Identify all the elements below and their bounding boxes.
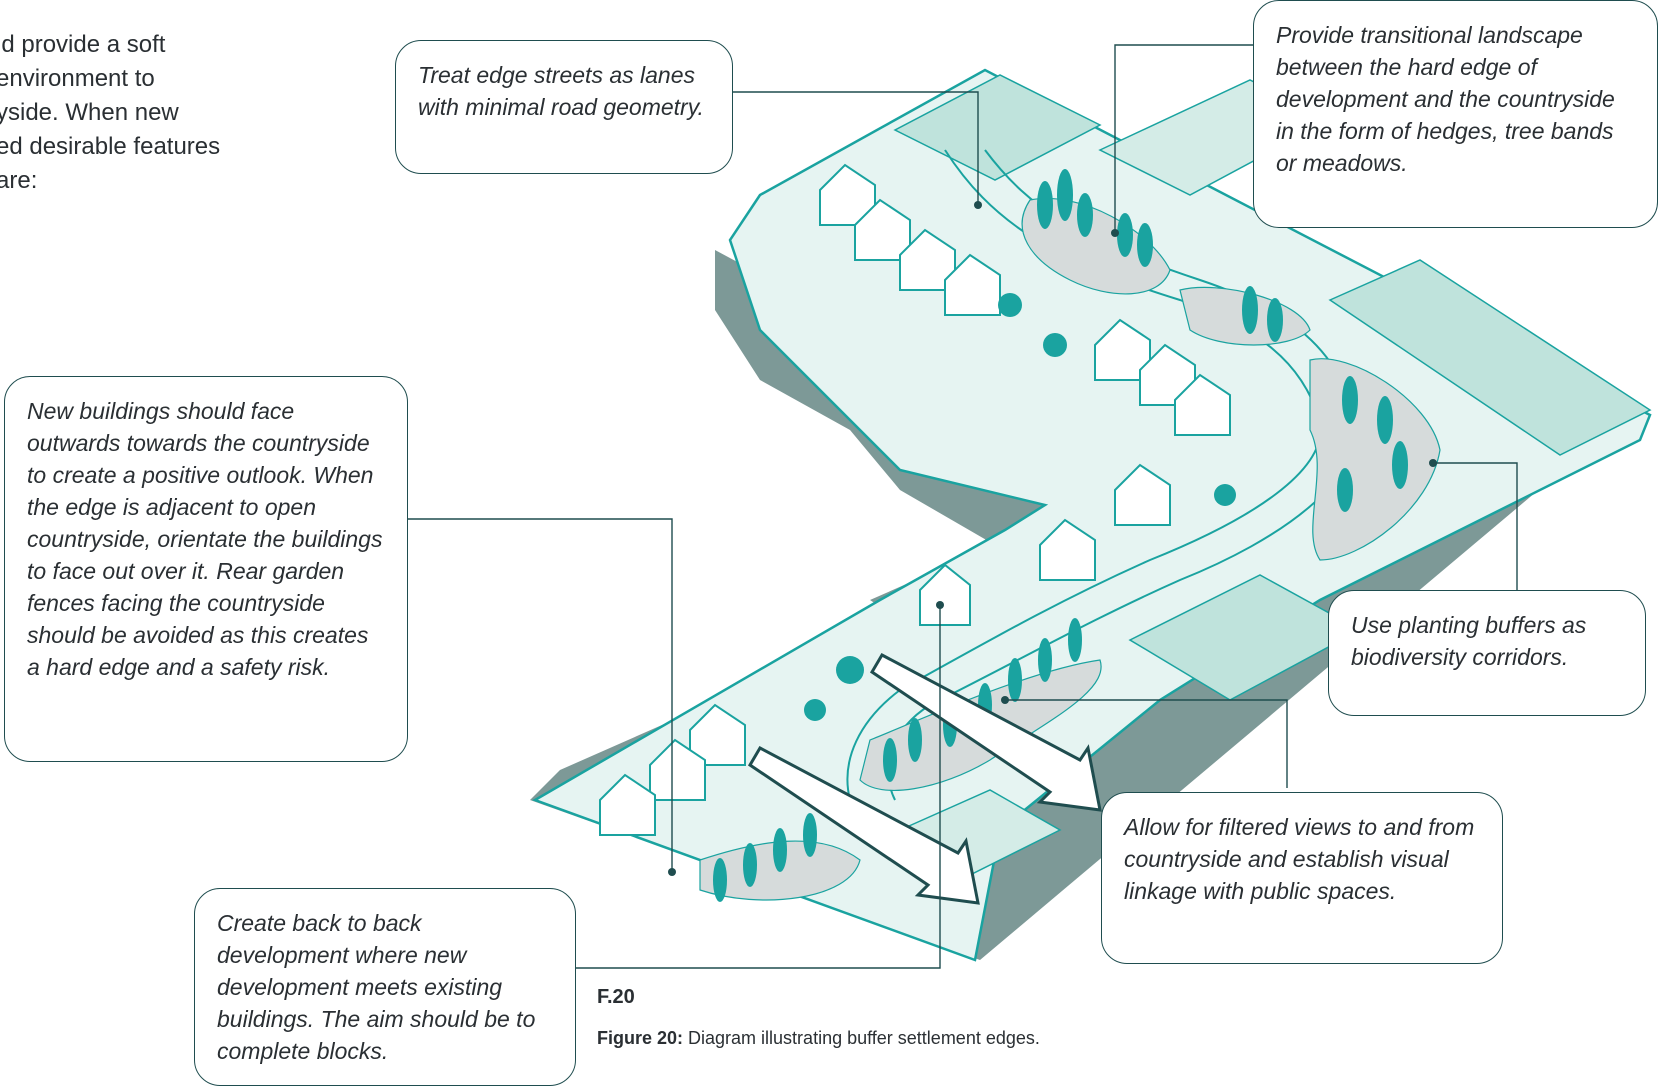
intro-paragraph: ld provide a soft environment to yside. … (0, 31, 221, 194)
view-arrows (747, 653, 1102, 905)
callout-filtered-views: Allow for filtered views to and from cou… (1101, 792, 1503, 964)
leader-dots (668, 201, 1437, 876)
callout-edge-streets: Treat edge streets as lanes with minimal… (395, 40, 733, 174)
figure-caption: Figure 20: Diagram illustrating buffer s… (597, 1028, 1040, 1049)
figure-number: F.20 (597, 986, 635, 1008)
figure-caption-label: Figure 20: (597, 1028, 684, 1048)
callout-face-outwards: New buildings should face outwards towar… (4, 376, 408, 762)
trees (713, 169, 1408, 902)
callout-back-to-back: Create back to back development where ne… (194, 888, 576, 1086)
houses (599, 163, 1231, 836)
callout-planting-buffers: Use planting buffers as biodiversity cor… (1328, 590, 1646, 716)
callout-transitional-landscape: Provide transitional landscape between t… (1253, 0, 1658, 228)
leader-lines (408, 44, 1518, 969)
figure-caption-text: Diagram illustrating buffer settlement e… (683, 1028, 1040, 1048)
